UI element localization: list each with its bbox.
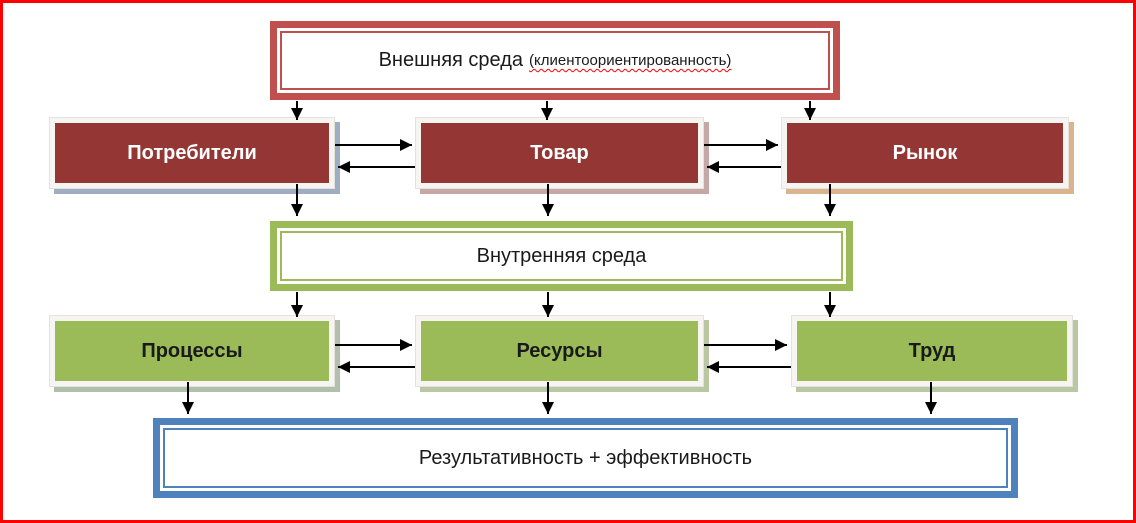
processes-label: Процессы (55, 321, 329, 381)
result-label: Результативность + эффективность (163, 428, 1008, 488)
external-environment-box: Внешняя среда (клиентоориентированность) (270, 21, 840, 100)
external-environment-box-frame: Внешняя среда (клиентоориентированность) (277, 28, 833, 93)
internal-environment-box: Внутренняя среда (270, 221, 853, 291)
resources-label: Ресурсы (421, 321, 698, 381)
product-box: Товар (415, 117, 704, 189)
client-orientation-annotation: (клиентоориентированность) (529, 52, 732, 69)
market-box: Рынок (781, 117, 1069, 189)
processes-box: Процессы (49, 315, 335, 387)
market-label: Рынок (787, 123, 1063, 183)
external-environment-label: Внешняя среда (378, 49, 524, 71)
result-box-frame: Результативность + эффективность (160, 425, 1011, 491)
result-box: Результативность + эффективность (153, 418, 1018, 498)
labor-box: Труд (791, 315, 1073, 387)
consumers-label: Потребители (55, 123, 329, 183)
external-environment-box-content: Внешняя среда (клиентоориентированность) (280, 31, 830, 90)
labor-label: Труд (797, 321, 1067, 381)
product-label: Товар (421, 123, 698, 183)
resources-box: Ресурсы (415, 315, 704, 387)
internal-environment-label: Внутренняя среда (280, 231, 843, 281)
consumers-box: Потребители (49, 117, 335, 189)
internal-environment-box-frame: Внутренняя среда (277, 228, 846, 284)
